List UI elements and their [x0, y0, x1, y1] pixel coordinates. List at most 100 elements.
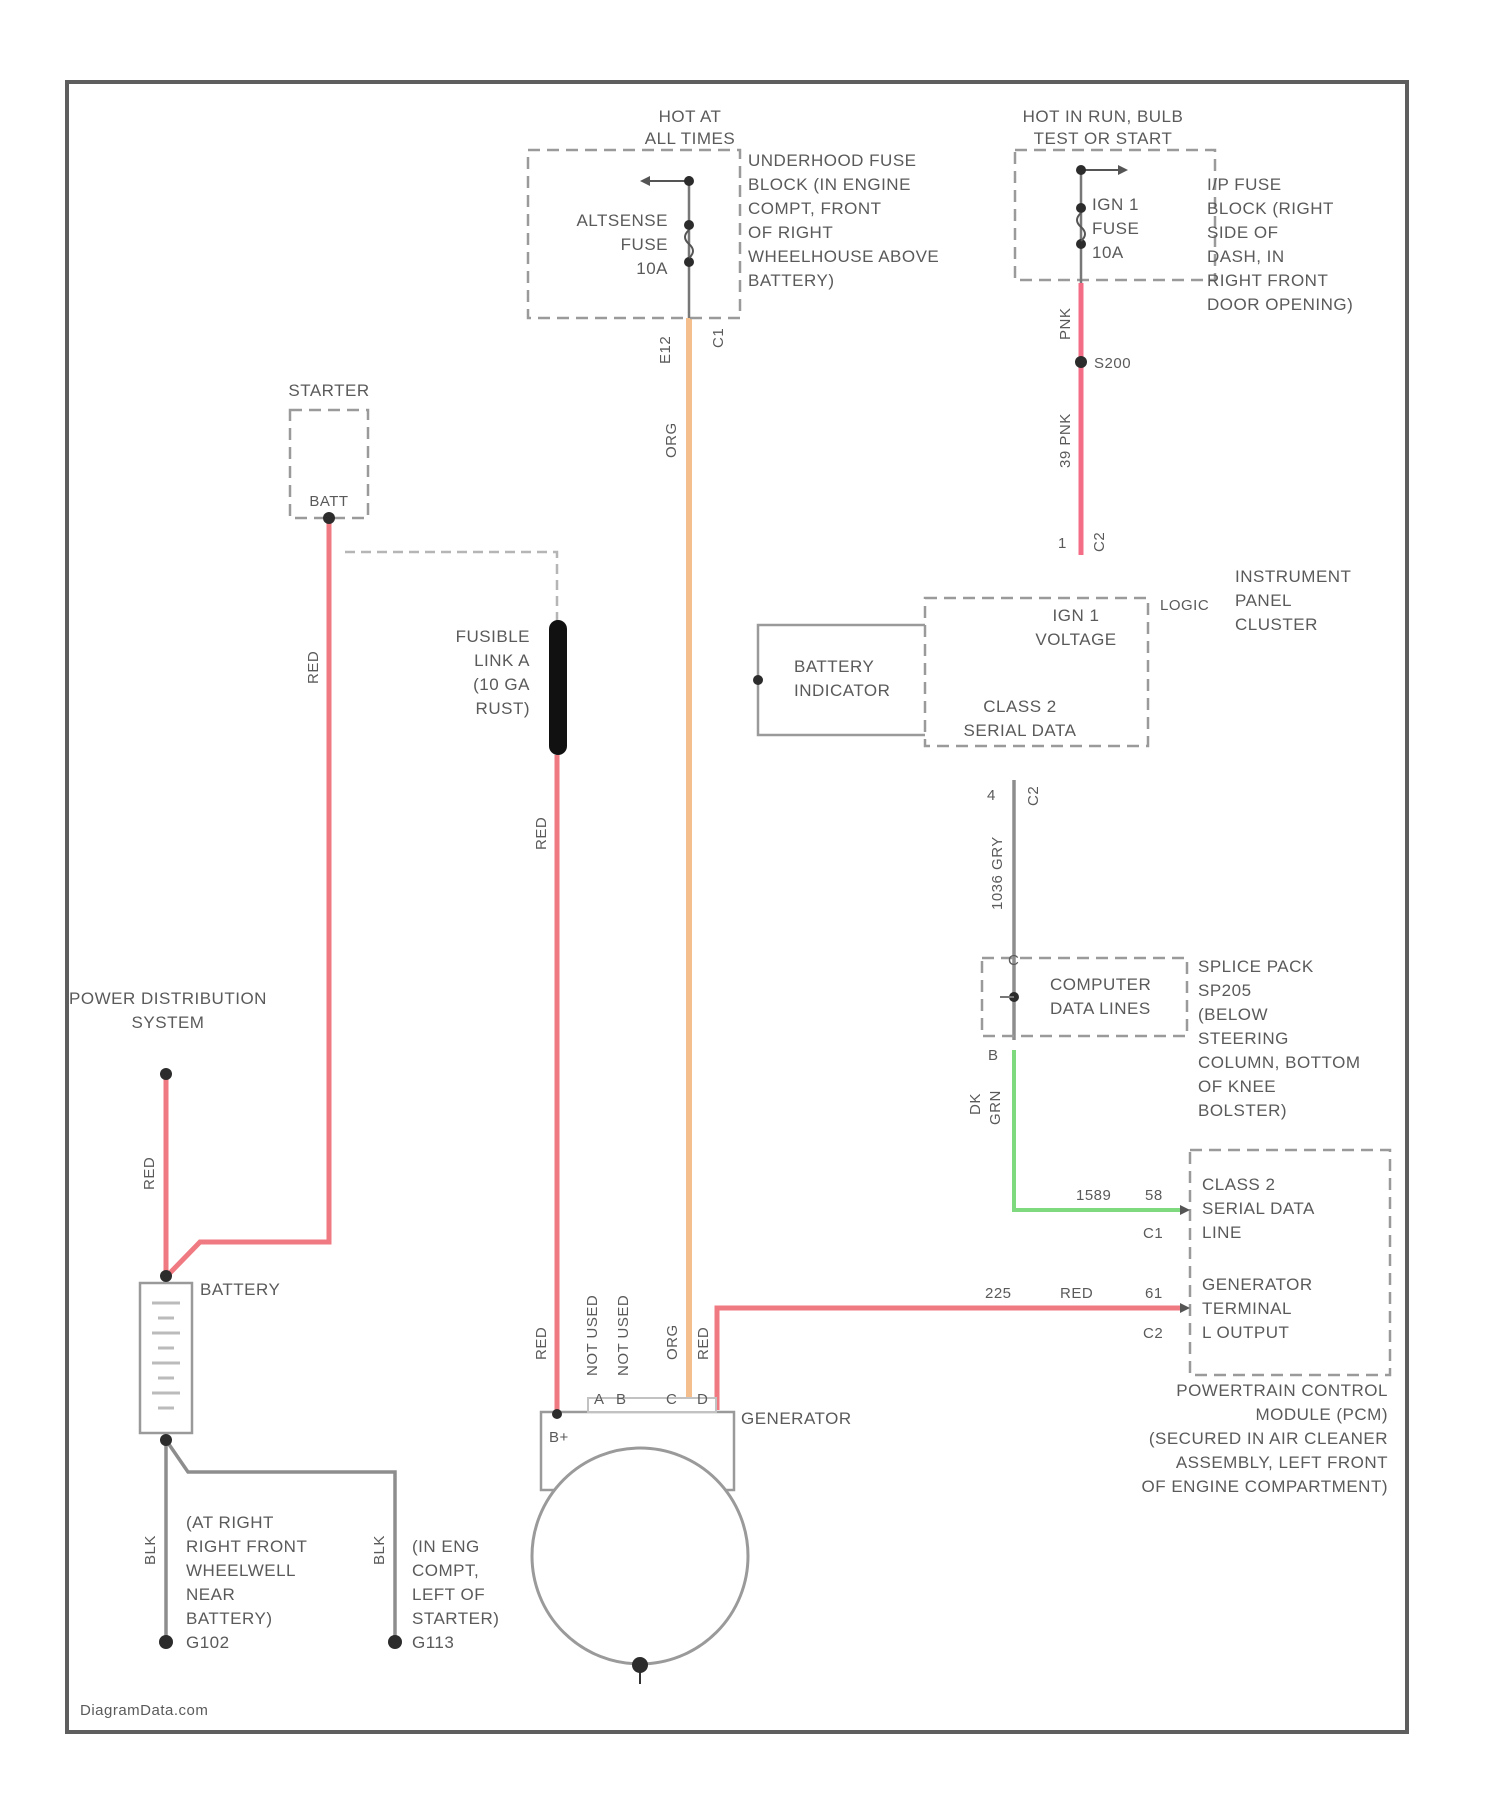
power-distribution-dot — [160, 1068, 172, 1080]
cluster-class2-1: CLASS 2 — [983, 697, 1056, 716]
cluster-title-1: INSTRUMENT — [1235, 567, 1351, 586]
generator-pcm-red-wire — [717, 1308, 1183, 1410]
pcm-class2-3: LINE — [1202, 1223, 1242, 1242]
generator-label: GENERATOR — [741, 1409, 852, 1428]
fusible-label-4: RUST) — [476, 699, 530, 718]
g102-label-3: WHEELWELL — [186, 1561, 296, 1580]
fusible-wire-label: RED — [533, 817, 550, 850]
underhood-desc-4: OF RIGHT — [748, 223, 833, 242]
pcm-genterm-2: TERMINAL — [1202, 1299, 1292, 1318]
ip-desc-6: DOOR OPENING) — [1207, 295, 1353, 314]
splice-desc-7: BOLSTER) — [1198, 1101, 1287, 1120]
ip-desc-5: RIGHT FRONT — [1207, 271, 1328, 290]
starter-fusible-dashed-link — [345, 552, 557, 625]
green-wire-label-1: DK — [967, 1093, 984, 1115]
ip-fuse-block — [1015, 150, 1215, 283]
g102-label-6: G102 — [186, 1633, 230, 1652]
pcm-genterm-1: GENERATOR — [1202, 1275, 1313, 1294]
pcm-conn-c2: C2 — [1143, 1325, 1163, 1342]
serial-data-green-wire — [1014, 1050, 1183, 1210]
cluster-bottom-pin-num: 4 — [987, 787, 996, 804]
splice-s200-label: S200 — [1094, 355, 1131, 372]
cluster-class2-2: SERIAL DATA — [964, 721, 1077, 740]
g113-label-4: STARTER) — [412, 1609, 499, 1628]
generator-bplus-dot — [552, 1409, 562, 1419]
battery-label: BATTERY — [200, 1280, 280, 1299]
data-wire-label: 1036 GRY — [989, 836, 1006, 910]
green-wire-pin: 58 — [1145, 1187, 1163, 1204]
ip-header-1: HOT IN RUN, BULB — [1023, 107, 1184, 126]
power-distribution-title-2: SYSTEM — [132, 1013, 205, 1032]
cluster-pin-conn: C2 — [1091, 532, 1108, 552]
red-wire-number: 225 — [985, 1285, 1012, 1302]
splice-pin-top: C — [1008, 952, 1019, 969]
pcm-title-4: ASSEMBLY, LEFT FRONT — [1176, 1453, 1388, 1472]
orange-wire-label: ORG — [663, 422, 680, 458]
green-wire-label-2: GRN — [987, 1090, 1004, 1125]
splice-desc-4: STEERING — [1198, 1029, 1289, 1048]
g113-wire-label: BLK — [371, 1535, 388, 1565]
altsense-fuse-label-3: 10A — [636, 259, 668, 278]
battery-positive-dot — [160, 1270, 172, 1282]
pcm-class2-1: CLASS 2 — [1202, 1175, 1275, 1194]
ign-voltage-1: IGN 1 — [1053, 606, 1100, 625]
splice-desc-1: SPLICE PACK — [1198, 957, 1314, 976]
cluster-pin-num: 1 — [1058, 535, 1067, 552]
underhood-desc-3: COMPT, FRONT — [748, 199, 882, 218]
ip-desc-3: SIDE OF — [1207, 223, 1279, 242]
ground-g102-dot — [159, 1635, 173, 1649]
ign1-fuse-label-1: IGN 1 — [1092, 195, 1139, 214]
starter-red-wire — [167, 518, 329, 1276]
fusible-label-2: LINK A — [474, 651, 530, 670]
g102-label-2: RIGHT FRONT — [186, 1537, 307, 1556]
ip-desc-4: DASH, IN — [1207, 247, 1285, 266]
gen-wire-notused-2: NOT USED — [615, 1295, 632, 1376]
splice-desc-5: COLUMN, BOTTOM — [1198, 1053, 1361, 1072]
generator-bplus: B+ — [549, 1429, 569, 1446]
splice-pack-label-1: COMPUTER — [1050, 975, 1151, 994]
underhood-fuse-block — [528, 150, 740, 318]
gen-wire-notused-1: NOT USED — [584, 1295, 601, 1376]
g102-wire-label: BLK — [142, 1535, 159, 1565]
splice-desc-2: SP205 — [1198, 981, 1252, 1000]
cluster-bottom-pin-conn: C2 — [1025, 786, 1042, 806]
ign-wire-label-1: PNK — [1057, 308, 1074, 340]
underhood-desc-2: BLOCK (IN ENGINE — [748, 175, 911, 194]
splice-desc-6: OF KNEE — [1198, 1077, 1276, 1096]
red-wire-pin: 61 — [1145, 1285, 1163, 1302]
starter-terminal: BATT — [309, 493, 348, 510]
ground-g113-dot — [388, 1635, 402, 1649]
underhood-desc-6: BATTERY) — [748, 271, 835, 290]
gen-wire-org: ORG — [664, 1324, 681, 1360]
splice-s200 — [1075, 356, 1087, 368]
pcm-conn-c1: C1 — [1143, 1225, 1163, 1242]
splice-desc-3: (BELOW — [1198, 1005, 1268, 1024]
g113-label-1: (IN ENG — [412, 1537, 480, 1556]
pcm-title-3: (SECURED IN AIR CLEANER — [1149, 1429, 1388, 1448]
fusible-label-1: FUSIBLE — [456, 627, 530, 646]
fusible-link — [549, 620, 567, 755]
g102-label-1: (AT RIGHT — [186, 1513, 274, 1532]
starter-title: STARTER — [288, 381, 369, 400]
power-distribution-title-1: POWER DISTRIBUTION — [69, 989, 267, 1008]
gen-pin-c: C — [666, 1391, 677, 1408]
ign1-fuse-label-3: 10A — [1092, 243, 1124, 262]
g113-label-5: G113 — [412, 1633, 454, 1652]
splice-pack-label-2: DATA LINES — [1050, 999, 1151, 1018]
underhood-pin-c1: C1 — [710, 328, 727, 348]
red-wire-color: RED — [1060, 1285, 1093, 1302]
underhood-header-2: ALL TIMES — [645, 129, 735, 148]
underhood-pin-e12: E12 — [657, 336, 674, 364]
cluster-title-2: PANEL — [1235, 591, 1292, 610]
cluster-title-3: CLUSTER — [1235, 615, 1318, 634]
pcm-title-2: MODULE (PCM) — [1255, 1405, 1388, 1424]
starter-batt-dot — [323, 512, 335, 524]
ign-wire-label-2: 39 PNK — [1057, 413, 1074, 468]
gen-pin-b: B — [616, 1391, 627, 1408]
cluster-logic: LOGIC — [1160, 597, 1209, 614]
ip-desc-1: I/P FUSE — [1207, 175, 1282, 194]
watermark: DiagramData.com — [80, 1702, 208, 1719]
splice-pin-bottom: B — [988, 1047, 999, 1064]
underhood-desc-5: WHEELHOUSE ABOVE — [748, 247, 939, 266]
